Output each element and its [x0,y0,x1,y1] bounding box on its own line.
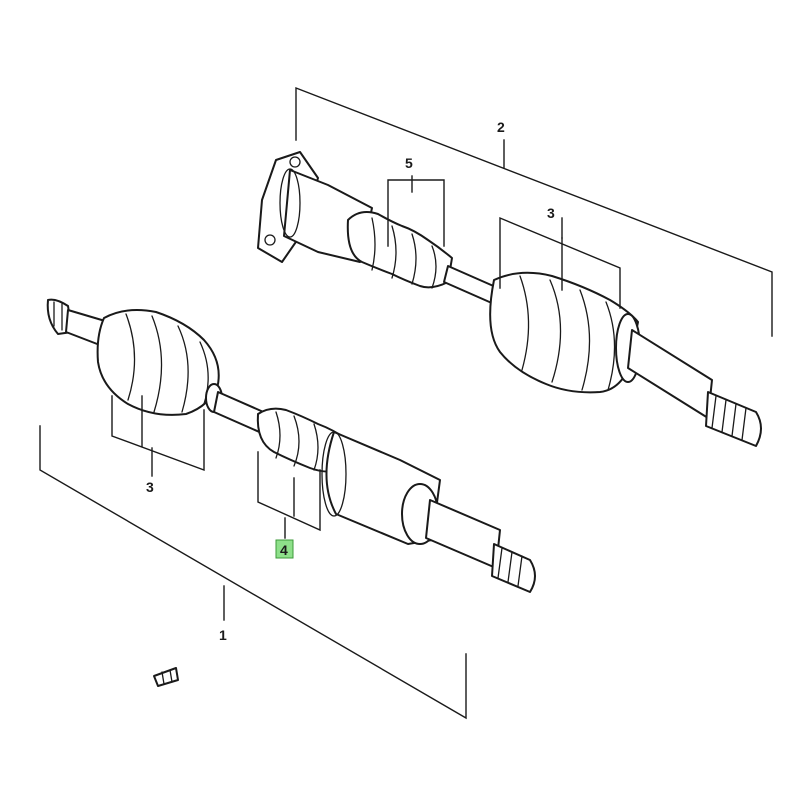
upper-large-boot [489,271,639,394]
callout-3-lower: 3 [146,479,154,495]
upper-drive-shaft-assembly [257,151,762,447]
upper-outer-stub-shaft [627,329,713,419]
callout-5: 5 [405,155,413,171]
upper-intermediate-shaft [443,265,499,305]
upper-small-boot [346,211,453,289]
lower-drive-shaft-assembly [46,298,536,593]
flange-bolt-hole [264,234,276,246]
bracket-2 [295,86,773,337]
lower-right-splined-tip [491,543,536,593]
flange-bolt-hole [289,156,301,168]
callout-4: 4 [280,542,288,558]
leader-lines [39,86,773,720]
callout-2: 2 [497,119,505,135]
callout-3-upper: 3 [547,205,555,221]
callout-4-highlight [275,539,294,559]
clip-icon [153,667,179,687]
lower-large-boot [96,309,220,416]
lower-right-stub-shaft [425,499,501,569]
bracket-1 [39,425,467,720]
callout-1: 1 [219,627,227,643]
callout-labels: 2 5 3 3 4 1 [146,119,555,643]
